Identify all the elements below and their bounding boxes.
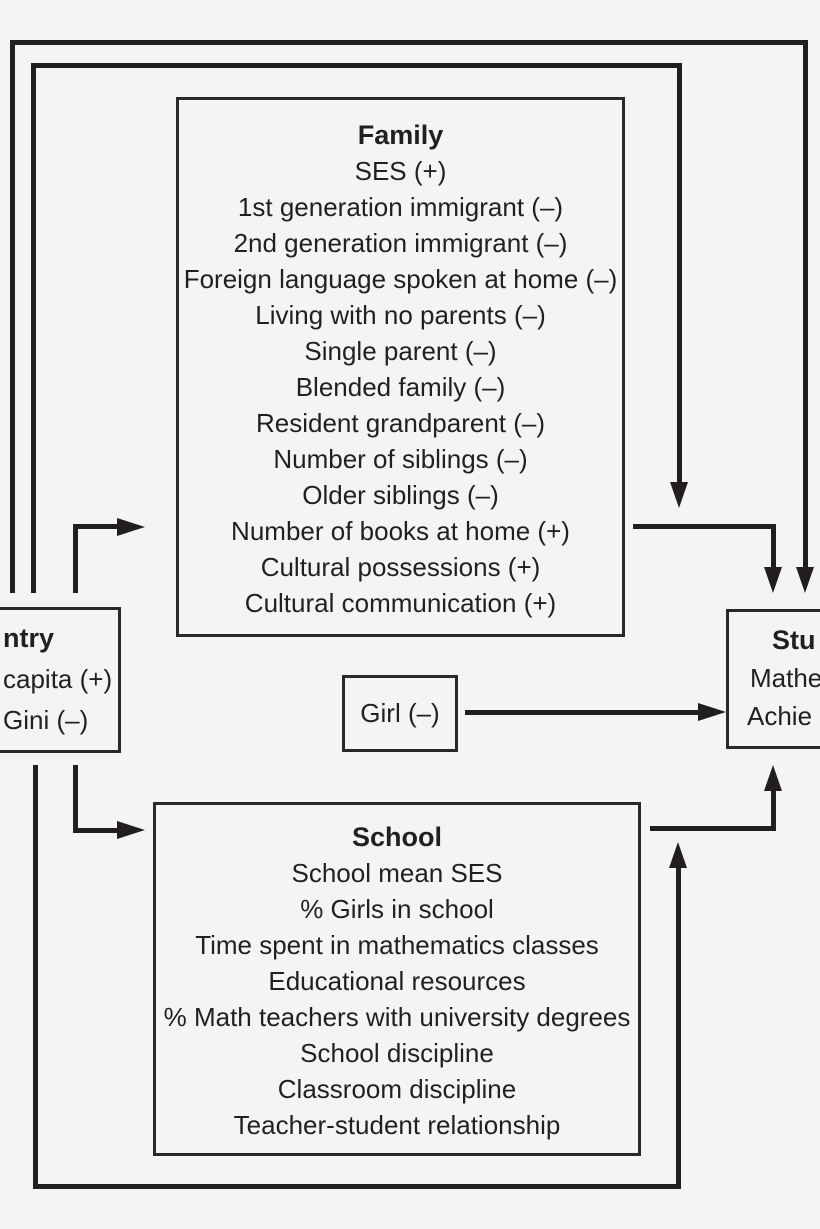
country-box: ntry capita (+) Gini (–) (0, 607, 121, 753)
school-item: % Girls in school (300, 894, 494, 924)
family-item: SES (+) (354, 156, 447, 186)
family-to-student-vertical (771, 524, 776, 568)
school-item: Time spent in mathematics classes (195, 930, 599, 960)
inner-loop-left-vertical (31, 63, 36, 593)
family-item: Living with no parents (–) (255, 300, 546, 330)
family-item: Single parent (–) (304, 336, 497, 366)
country-box-title-fragment: ntry (3, 623, 55, 653)
school-item: Educational resources (268, 966, 526, 996)
arrowhead-down-into-student-right-icon (796, 567, 814, 593)
family-item: Foreign language spoken at home (–) (183, 264, 618, 294)
country-to-school-horizontal (73, 828, 117, 833)
country-to-school-vertical (73, 765, 78, 833)
arrowhead-right-into-student-icon (698, 703, 726, 721)
arrowhead-right-into-family-icon (117, 518, 145, 536)
family-item: 1st generation immigrant (–) (237, 192, 564, 222)
bottom-loop-left-vertical (33, 765, 38, 1189)
school-item: Classroom discipline (277, 1074, 517, 1104)
arrowhead-up-onto-school-path-icon (669, 842, 687, 868)
school-box: School School mean SES % Girls in school… (153, 802, 641, 1156)
family-item: Cultural possessions (+) (260, 552, 541, 582)
outer-loop-top-horizontal (10, 40, 808, 45)
arrowhead-up-into-student-bottom-icon (764, 765, 782, 791)
family-box-title: Family (357, 120, 444, 150)
country-item-fragment: Gini (–) (3, 705, 89, 735)
school-to-student-horizontal (650, 826, 773, 831)
family-item: 2nd generation immigrant (–) (233, 228, 568, 258)
outer-loop-left-vertical (10, 40, 15, 593)
country-to-family-horizontal (73, 524, 117, 529)
family-item: Cultural communication (+) (244, 588, 557, 618)
arrowhead-down-into-student-left-icon (764, 567, 782, 593)
school-item: % Math teachers with university degrees (163, 1002, 631, 1032)
student-item-fragment: Mathe (750, 663, 820, 693)
arrowhead-down-onto-family-path-icon (670, 482, 688, 508)
family-item: Older siblings (–) (302, 480, 499, 510)
school-item: School mean SES (291, 858, 503, 888)
girl-to-student-horizontal (465, 710, 700, 715)
student-item-fragment: Achie (747, 701, 813, 731)
school-item: Teacher-student relationship (233, 1110, 561, 1140)
country-item-fragment: capita (+) (3, 664, 113, 694)
family-item: Number of books at home (+) (231, 516, 570, 546)
family-item: Blended family (–) (295, 372, 506, 402)
family-to-student-horizontal (633, 524, 776, 529)
family-box: Family SES (+) 1st generation immigrant … (176, 97, 625, 637)
inner-loop-top-horizontal (31, 63, 682, 68)
family-item: Number of siblings (–) (273, 444, 528, 474)
inner-loop-right-vertical (677, 63, 682, 483)
school-box-title: School (351, 822, 442, 852)
bottom-loop-horizontal (33, 1184, 681, 1189)
arrowhead-right-into-school-icon (117, 821, 145, 839)
school-item: School discipline (300, 1038, 494, 1068)
family-item: Resident grandparent (–) (255, 408, 546, 438)
school-to-student-vertical (771, 790, 776, 831)
country-to-family-vertical (73, 525, 78, 593)
girl-box-label: Girl (–) (360, 698, 440, 728)
bottom-loop-right-vertical (676, 866, 681, 1189)
girl-box: Girl (–) (342, 675, 458, 752)
student-box-title-fragment: Stu (772, 625, 816, 655)
outer-loop-right-vertical (803, 40, 808, 570)
student-box: Stu Mathe Achie (726, 609, 820, 749)
